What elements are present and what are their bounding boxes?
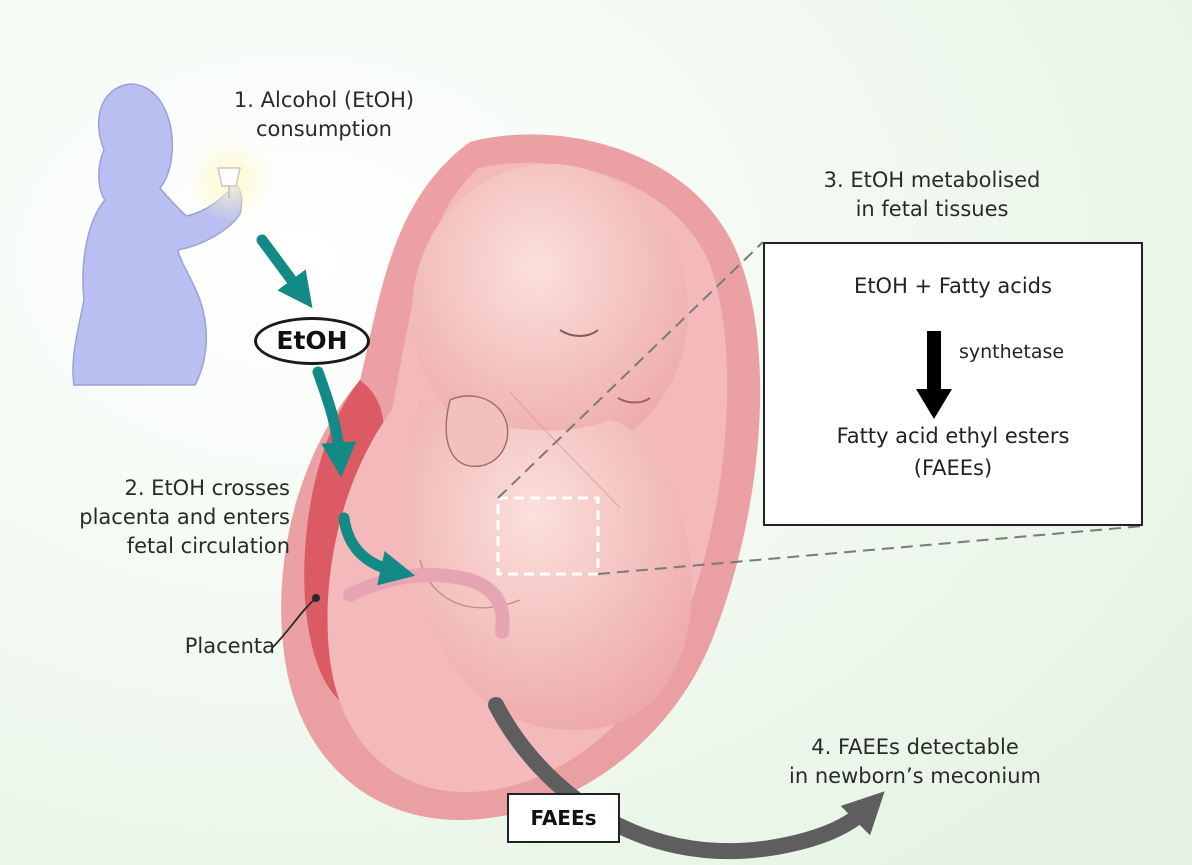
step-1-label: 1. Alcohol (EtOH) consumption [214, 86, 434, 144]
glass-icon [218, 168, 240, 186]
placenta-label: Placenta [150, 632, 275, 661]
step-2-line-3: fetal circulation [40, 532, 290, 561]
step-3-label: 3. EtOH metabolised in fetal tissues [772, 166, 1092, 224]
reaction-arrow-icon [914, 331, 954, 421]
step-2-label: 2. EtOH crosses placenta and enters feta… [40, 474, 290, 561]
step-3-line-2: in fetal tissues [772, 195, 1092, 224]
step-2-line-1: 2. EtOH crosses [40, 474, 290, 503]
step-4-label: 4. FAEEs detectable in newborn’s meconiu… [760, 733, 1070, 791]
reaction-reactants: EtOH + Fatty acids [765, 274, 1141, 298]
fetus [406, 164, 692, 730]
step-1-line-2: consumption [214, 115, 434, 144]
step-3-line-1: 3. EtOH metabolised [772, 166, 1092, 195]
reaction-product-line-2: (FAEEs) [765, 452, 1141, 484]
step-4-line-2: in newborn’s meconium [760, 762, 1070, 791]
step-2-line-2: placenta and enters [40, 503, 290, 532]
step-4-line-1: 4. FAEEs detectable [760, 733, 1070, 762]
step-1-line-1: 1. Alcohol (EtOH) [214, 86, 434, 115]
reaction-box: EtOH + Fatty acids synthetase Fatty acid… [763, 242, 1143, 526]
reaction-enzyme: synthetase [959, 341, 1064, 363]
etoh-badge: EtOH [254, 317, 370, 365]
faees-badge: FAEEs [507, 793, 620, 843]
reaction-product-line-1: Fatty acid ethyl esters [765, 420, 1141, 452]
reaction-product: Fatty acid ethyl esters (FAEEs) [765, 420, 1141, 484]
